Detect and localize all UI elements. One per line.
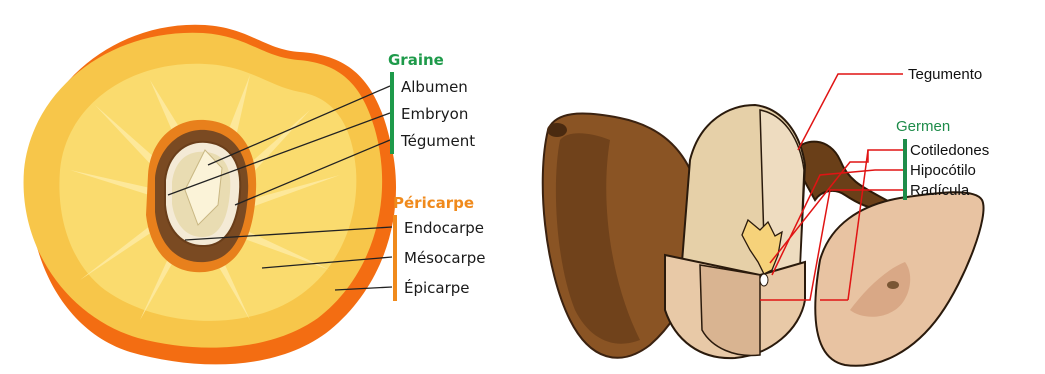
pericarpe-label-endocarpe: Endocarpe — [404, 219, 484, 237]
seed-hilum — [547, 123, 567, 137]
germen-label-radicula: Radícula — [910, 182, 970, 199]
pericarpe-label-mesocarpe: Mésocarpe — [404, 249, 486, 267]
pericarpe-legend: Péricarpe Endocarpe Mésocarpe Épicarpe — [393, 194, 486, 301]
graine-legend: Graine Albumen Embryon Tégument — [388, 51, 475, 154]
germen-label-hipocotilo: Hipocótilo — [910, 162, 976, 179]
pericarpe-bracket — [393, 215, 397, 301]
graine-title: Graine — [388, 51, 444, 69]
graine-label-tegument: Tégument — [400, 132, 475, 150]
germen-label-cotiledones: Cotiledones — [910, 142, 989, 159]
tegumento-label: Tegumento — [908, 66, 982, 83]
graine-bracket — [390, 72, 394, 154]
graine-label-embryon: Embryon — [401, 105, 468, 123]
pericarpe-title: Péricarpe — [393, 194, 474, 212]
graine-label-albumen: Albumen — [401, 78, 468, 96]
embryo-scar — [887, 281, 899, 289]
germen-bracket — [903, 139, 907, 200]
germ-tip — [760, 274, 768, 286]
peach-cross-section — [24, 25, 396, 365]
tegument-flap — [790, 142, 895, 210]
germen-title: Germen — [896, 118, 950, 135]
germen-legend: Germen Cotiledones Hipocótilo Radícula — [896, 118, 989, 200]
pericarpe-label-epicarpe: Épicarpe — [404, 278, 470, 297]
